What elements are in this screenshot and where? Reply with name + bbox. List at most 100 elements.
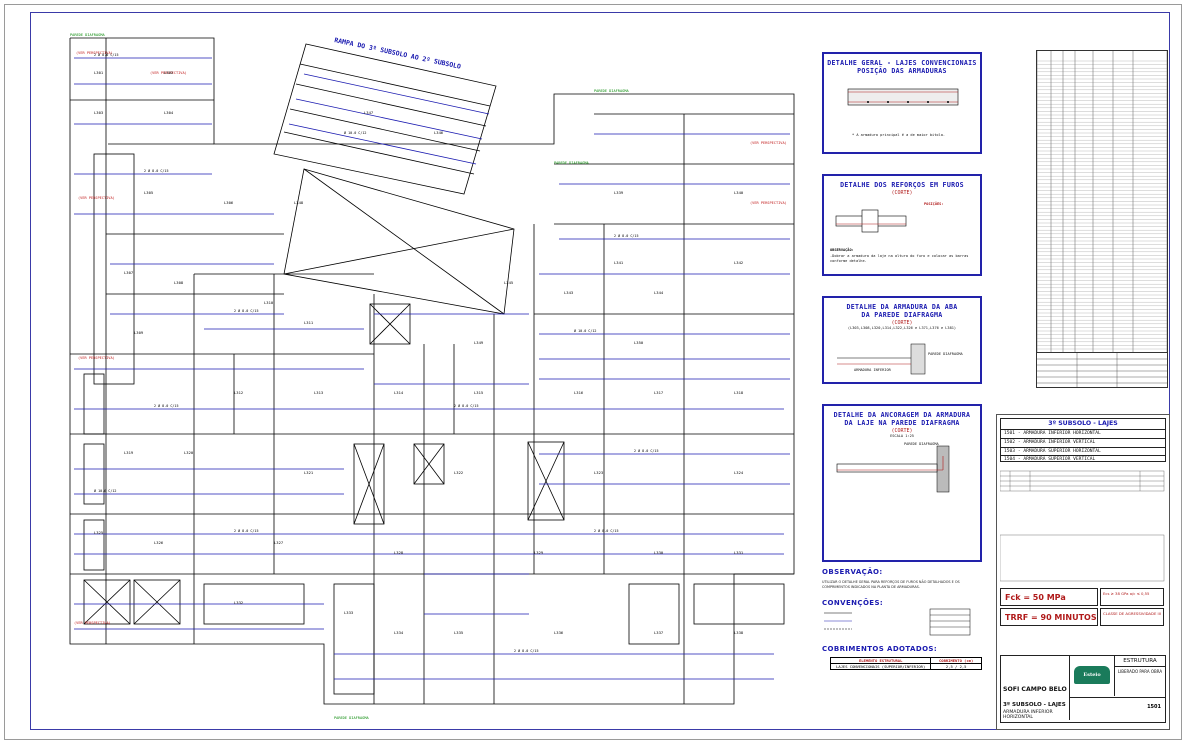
panel-sub: (CORTE): [891, 190, 913, 196]
trrf-value: TRRF = 90 MINUTOS: [1000, 608, 1098, 626]
red-tag: (VER PERSPECTIVA): [78, 356, 115, 360]
slab-id: L322: [454, 470, 463, 475]
sheet-list-header: 3º SUBSOLO - LAJES: [1001, 419, 1165, 430]
panel-title: DETALHE DOS REFORÇOS EM FUROS: [840, 181, 964, 189]
red-tag: (VER PERSPECTIVA): [76, 51, 113, 55]
slab-id: L314: [394, 390, 404, 395]
steel-table-grid: [1036, 51, 1168, 355]
obs-text: -Dobrar a armadura da laje na altura do …: [830, 254, 969, 263]
cover-cell-value: 2,5 / 2,5: [945, 664, 967, 670]
cover-col-value: COBRIMENTO (cm): [939, 658, 974, 664]
drawing-number: 1501: [1147, 704, 1161, 710]
slab-id: L302: [164, 70, 173, 75]
slab-id: L340: [734, 190, 744, 195]
rebar-label-b: Ø 10.0 C/12: [94, 488, 116, 493]
diaphragm-label: PAREDE DIAFRAGMA: [70, 33, 105, 37]
obs-text: UTILIZAR O DETALHE GERAL PARA REFORÇOS D…: [822, 580, 960, 589]
conventions-legend: [824, 608, 971, 636]
sheet-subtitle: ARMADURA INFERIOR HORIZONTAL: [1003, 710, 1053, 720]
steel-summary-grid: [1037, 353, 1167, 387]
slab-id: L337: [654, 630, 663, 635]
aba-label-1: PAREDE DIAFRAGMA: [928, 352, 963, 356]
slab-id: L303: [94, 110, 103, 115]
cover-col-element: ELEMENTO ESTRUTURAL: [831, 658, 932, 664]
slab-id: L338: [734, 630, 744, 635]
slab-id: L329: [534, 550, 544, 555]
panel-title-2: POSIÇÃO DAS ARMADURAS: [857, 67, 947, 75]
red-tag: (VER PERSPECTIVA): [750, 141, 787, 145]
slab-id: L347: [364, 110, 373, 115]
obs-heading: OBSERVAÇÃO:: [830, 248, 854, 252]
steel-summary-table: [1036, 352, 1168, 388]
slab-id: L305: [144, 190, 153, 195]
slab-id: L326: [154, 540, 164, 545]
slab-id: L343: [564, 290, 573, 295]
slab-id: L306: [224, 200, 234, 205]
slab-id: L350: [634, 340, 644, 345]
fck-value: Fck = 50 MPa: [1000, 588, 1098, 606]
company-logo: Esteio: [1074, 666, 1110, 684]
sheet-list: 3º SUBSOLO - LAJES 1501 - ARMADURA INFER…: [1000, 418, 1166, 462]
slab-id: L310: [264, 300, 274, 305]
ecs-value: Ecs ≥ 38 GPa a/c ≤ 0,55: [1100, 588, 1164, 606]
discipline: ESTRUTURA: [1115, 656, 1165, 667]
detail-ancoragem-sketch: [836, 445, 950, 493]
sheet-title: 3º SUBSOLO - LAJES: [1003, 702, 1066, 708]
red-tag: (VER PERSPECTIVA): [78, 196, 115, 200]
panel-title: DETALHE DA ARMADURA DA ABA: [846, 303, 958, 311]
sheet-list-item: 1504 - ARMADURA SUPERIOR VERTICAL: [1004, 457, 1096, 463]
slab-id: L339: [614, 190, 624, 195]
panel-title: DETALHE GERAL - LAJES CONVENCIONAIS: [827, 59, 977, 67]
slab-id: L308: [174, 280, 184, 285]
slab-id: L325: [94, 530, 103, 535]
slab-id: L315: [474, 390, 483, 395]
slab-id: L312: [234, 390, 243, 395]
steel-table: [1036, 50, 1168, 356]
title-block: 3º SUBSOLO - LAJES 1501 - ARMADURA INFER…: [996, 414, 1170, 730]
slab-id: L301: [94, 70, 104, 75]
panel-title: DETALHE DA ANCORAGEM DA ARMADURA: [833, 411, 971, 419]
rebar-label: 2 Ø 8.0 C/15: [454, 403, 479, 408]
slab-id: L319: [124, 450, 134, 455]
scale-label: ESCALA 1:25: [890, 434, 914, 438]
sheet-list-item: 1502 - ARMADURA INFERIOR VERTICAL: [1001, 439, 1165, 448]
client-box: SOFI CAMPO BELO 3º SUBSOLO - LAJES ARMAD…: [1001, 656, 1070, 720]
client-name: SOFI CAMPO BELO: [1003, 686, 1067, 693]
rebar-label: 2 Ø 8.0 C/15: [594, 528, 619, 533]
slab-id: L328: [394, 550, 404, 555]
detail-geral-panel: DETALHE GERAL - LAJES CONVENCIONAIS POSI…: [822, 52, 982, 154]
sheet-list-item: 1501 - ARMADURA INFERIOR HORIZONTAL: [1001, 430, 1165, 439]
red-tag: (VER PERSPECTIVA): [74, 621, 111, 625]
slab-id: L320: [184, 450, 194, 455]
red-tag: (VER PERSPECTIVA): [150, 71, 187, 75]
rebar-label: 2 Ø 8.0 C/15: [514, 648, 539, 653]
rebar-label: 2 Ø 8.0 C/15: [144, 168, 169, 173]
detail-reforcos-panel: DETALHE DOS REFORÇOS EM FUROS (CORTE) PO…: [822, 174, 982, 276]
panel-note: * A armadura principal é a de maior bito…: [852, 133, 946, 137]
panel-sub: (CORTE): [891, 320, 913, 326]
cover-table: ELEMENTO ESTRUTURAL COBRIMENTO (cm) LAJE…: [830, 657, 982, 671]
slab-id: L331: [734, 550, 744, 555]
diaphragm-label: PAREDE DIAFRAGMA: [594, 89, 629, 93]
panel-sub: (CORTE): [891, 428, 913, 434]
revision-table: [1000, 470, 1165, 582]
red-tag: (VER PERSPECTIVA): [750, 201, 787, 205]
release-status: LIBERADO PARA OBRA: [1117, 669, 1163, 674]
slab-list: (L303,L308,L320,L314,L322,L326 e L371,L3…: [847, 326, 957, 330]
slab-id: L334: [394, 630, 404, 635]
drawing-sheet: [4, 4, 1182, 740]
wall-label: PAREDE DIAFRAGMA: [904, 442, 939, 446]
slab-id: L311: [304, 320, 314, 325]
rebar-label: 2 Ø 8.0 C/15: [234, 308, 259, 313]
panel-title-2: DA PAREDE DIAFRAGMA: [861, 311, 943, 319]
detail-aba-sketch: [837, 343, 926, 375]
rebar-label: 2 Ø 8.0 C/15: [234, 528, 259, 533]
slab-id: L317: [654, 390, 663, 395]
slab-id: L324: [734, 470, 744, 475]
slab-id: L304: [164, 110, 174, 115]
cover-cell-element: LAJES CONVENCIONAIS (SUPERIOR/INFERIOR): [831, 664, 932, 670]
slab-id: L309: [134, 330, 144, 335]
slab-id: L336: [554, 630, 564, 635]
rebar-label-b: Ø 10.0 C/12: [344, 130, 366, 135]
slab-id: L307: [124, 270, 133, 275]
